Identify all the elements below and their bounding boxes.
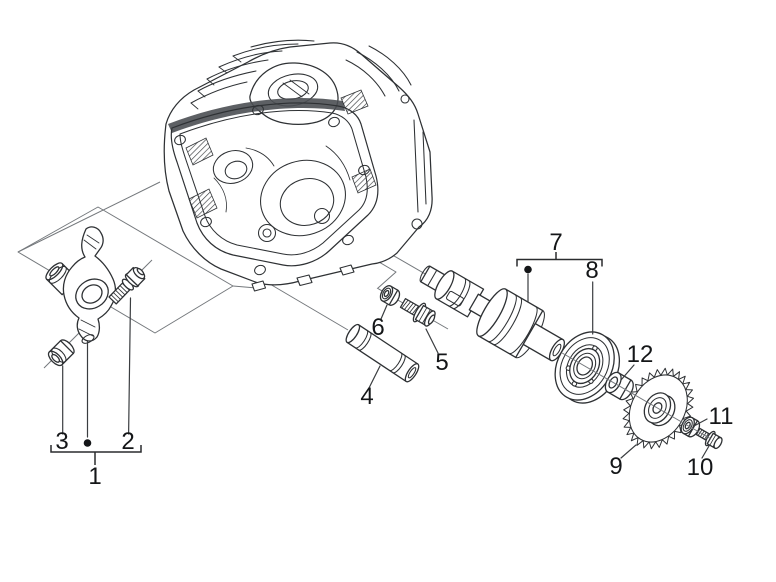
- callout-7: 7: [549, 229, 562, 256]
- leader-line: [693, 418, 708, 427]
- leader-line: [701, 445, 710, 459]
- callout-5: 5: [435, 349, 448, 376]
- rocker-shaft: [345, 323, 420, 383]
- callout-2: 2: [121, 428, 134, 455]
- washer-6: [379, 285, 401, 306]
- callout-12: 12: [627, 341, 654, 368]
- group-bracket: [50, 445, 142, 453]
- callout-11: 11: [709, 403, 734, 430]
- callout-6: 6: [371, 314, 384, 341]
- callout-9: 9: [609, 453, 622, 480]
- group-bracket: [516, 258, 603, 267]
- gasket-flange: [170, 102, 379, 276]
- leader-line: [425, 328, 439, 354]
- adjuster-screw: [108, 266, 146, 305]
- valve-tappet-bushing: [47, 339, 75, 367]
- leader-line: [620, 444, 637, 459]
- flange-bolt-5: [399, 298, 436, 327]
- assembly-dot: [83, 439, 92, 447]
- callout-8: 8: [585, 257, 598, 284]
- callout-4: 4: [360, 383, 373, 410]
- camshaft: [419, 265, 566, 362]
- rocker-arm-assembly: [45, 226, 146, 367]
- cooling-fins: [190, 39, 412, 110]
- leader-line: [368, 365, 381, 389]
- washer-and-bolt: [379, 285, 436, 327]
- leader-line: [128, 297, 132, 435]
- combustion-chamber: [212, 150, 346, 243]
- cylinder-head-drawing: [163, 39, 433, 292]
- gasket-edge-band: [168, 97, 345, 133]
- axis-line-overlay: [561, 352, 711, 439]
- leader-line: [620, 364, 635, 381]
- callout-3: 3: [55, 428, 68, 455]
- casting-details: [213, 94, 427, 292]
- callout-10: 10: [687, 454, 714, 481]
- assembly-dot: [524, 265, 532, 274]
- callout-1: 1: [88, 463, 101, 490]
- installed-rockers-shaded: [185, 89, 377, 219]
- camshaft-axis-group: [419, 265, 723, 450]
- leader-line: [380, 304, 388, 320]
